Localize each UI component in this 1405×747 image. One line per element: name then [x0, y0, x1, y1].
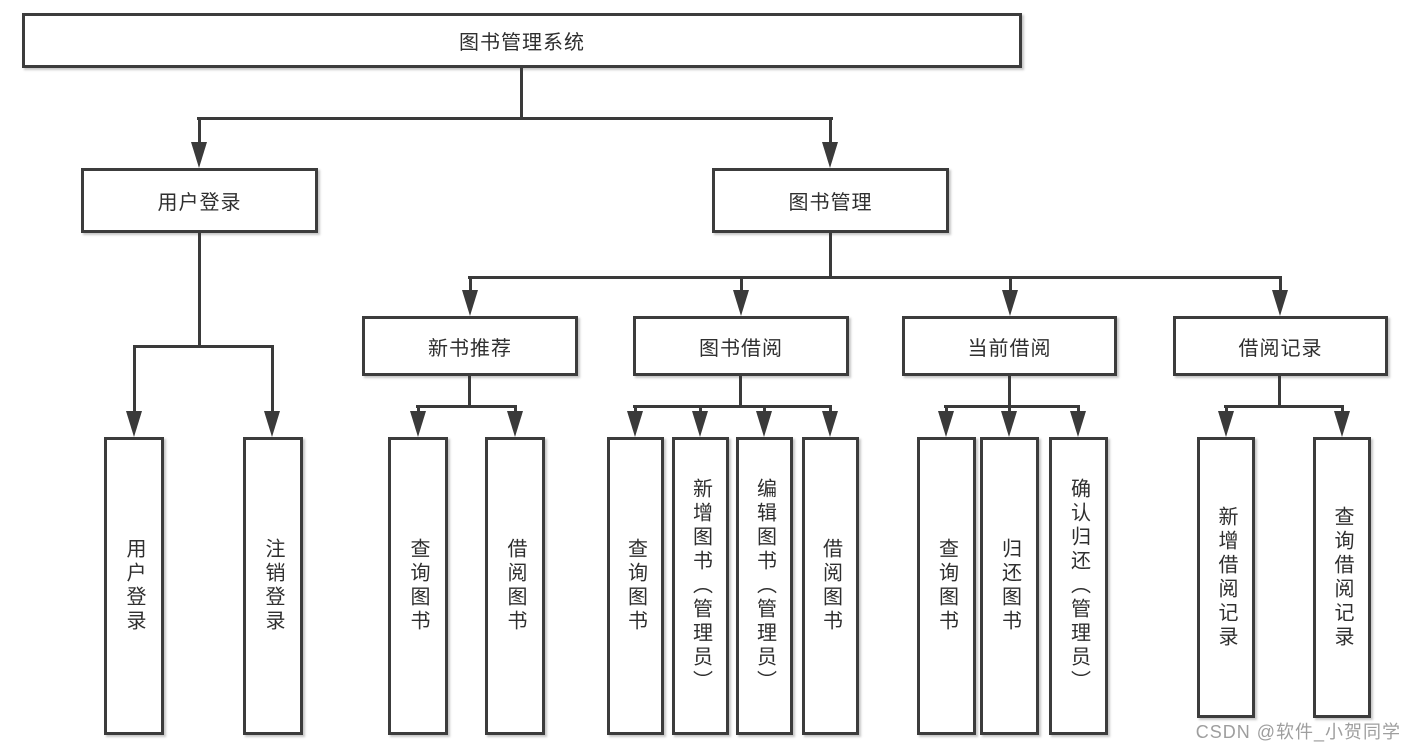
- node-new-book-recommend-label: 新书推荐: [428, 337, 512, 360]
- arrowhead-down-icon: [191, 142, 207, 168]
- connector-vline: [514, 405, 517, 413]
- arrowhead-down-icon: [126, 411, 142, 437]
- node-new-book-recommend: 新书推荐: [362, 316, 578, 376]
- connector-vline: [198, 233, 201, 346]
- arrowhead-down-icon: [1218, 411, 1234, 437]
- node-borrowing-records-label: 借阅记录: [1238, 337, 1323, 360]
- node-current-borrowing: 当前借阅: [902, 316, 1117, 376]
- node-book-borrowing: 图书借阅: [633, 316, 849, 376]
- connector-vline: [417, 405, 420, 413]
- leaf-query-books-borrowing: 查询图书: [607, 437, 664, 735]
- leaf-query-books-current: 查询图书: [917, 437, 976, 735]
- leaf-add-books-admin: 新增图书（管理员）: [672, 437, 729, 735]
- connector-hline: [944, 405, 1080, 408]
- leaf-return-books: 归还图书: [980, 437, 1039, 735]
- arrowhead-down-icon: [1070, 411, 1086, 437]
- leaf-confirm-return-admin: 确认归还（管理员）: [1049, 437, 1108, 735]
- arrowhead-down-icon: [1002, 290, 1018, 316]
- leaf-confirm-return-admin-label: 确认归还（管理员）: [1067, 478, 1090, 694]
- leaf-edit-books-admin: 编辑图书（管理员）: [736, 437, 793, 735]
- leaf-query-books-current-label: 查询图书: [935, 538, 958, 634]
- arrowhead-down-icon: [733, 290, 749, 316]
- connector-hline: [197, 117, 833, 120]
- leaf-add-borrow-record: 新增借阅记录: [1197, 437, 1255, 718]
- arrowhead-down-icon: [1001, 411, 1017, 437]
- node-user-login-label: 用户登录: [157, 192, 242, 214]
- connector-vline: [469, 276, 472, 292]
- connector-hline: [1224, 405, 1344, 408]
- arrowhead-down-icon: [822, 411, 838, 437]
- connector-vline: [763, 405, 766, 413]
- leaf-edit-books-admin-label: 编辑图书（管理员）: [753, 478, 776, 694]
- leaf-borrow-books-label: 借阅图书: [819, 538, 842, 634]
- connector-hline: [416, 405, 517, 408]
- leaf-add-books-admin-label: 新增图书（管理员）: [689, 478, 712, 694]
- connector-vline: [740, 276, 743, 292]
- node-library-system: 图书管理系统: [22, 13, 1022, 68]
- connector-vline: [1077, 405, 1080, 413]
- connector-vline: [1008, 376, 1011, 407]
- node-book-borrowing-label: 图书借阅: [699, 337, 783, 360]
- leaf-add-borrow-record-label: 新增借阅记录: [1215, 505, 1237, 650]
- arrowhead-down-icon: [1272, 290, 1288, 316]
- connector-vline: [198, 117, 201, 143]
- leaf-user-login-label: 用户登录: [123, 538, 145, 634]
- leaf-query-borrow-record: 查询借阅记录: [1313, 437, 1371, 718]
- leaf-query-books-recommend: 查询图书: [388, 437, 448, 735]
- arrowhead-down-icon: [264, 411, 280, 437]
- leaf-logout-label: 注销登录: [262, 538, 284, 634]
- arrowhead-down-icon: [410, 411, 426, 437]
- node-borrowing-records: 借阅记录: [1173, 316, 1388, 376]
- leaf-borrow-books: 借阅图书: [802, 437, 859, 735]
- connector-vline: [829, 233, 832, 278]
- arrowhead-down-icon: [756, 411, 772, 437]
- leaf-borrow-books-recommend: 借阅图书: [485, 437, 545, 735]
- connector-vline: [1278, 376, 1281, 407]
- connector-vline: [133, 345, 136, 411]
- arrowhead-down-icon: [507, 411, 523, 437]
- node-library-system-label: 图书管理系统: [459, 32, 585, 54]
- connector-hline: [633, 405, 832, 408]
- node-current-borrowing-label: 当前借阅: [967, 337, 1052, 360]
- leaf-query-books-borrowing-label: 查询图书: [624, 538, 647, 634]
- connector-vline: [1008, 405, 1011, 413]
- arrowhead-down-icon: [692, 411, 708, 437]
- arrowhead-down-icon: [462, 290, 478, 316]
- connector-vline: [520, 68, 523, 117]
- connector-vline: [468, 376, 471, 407]
- arrowhead-down-icon: [822, 142, 838, 168]
- leaf-user-login: 用户登录: [104, 437, 164, 735]
- arrowhead-down-icon: [1334, 411, 1350, 437]
- node-book-management: 图书管理: [712, 168, 949, 233]
- leaf-borrow-books-recommend-label: 借阅图书: [504, 538, 526, 634]
- connector-vline: [1225, 405, 1228, 413]
- arrowhead-down-icon: [627, 411, 643, 437]
- connector-vline: [945, 405, 948, 413]
- connector-vline: [739, 376, 742, 407]
- leaf-query-borrow-record-label: 查询借阅记录: [1331, 505, 1353, 650]
- csdn-watermark: CSDN @软件_小贺同学: [1195, 722, 1401, 742]
- connector-vline: [634, 405, 637, 413]
- connector-hline: [133, 345, 274, 348]
- node-user-login: 用户登录: [81, 168, 318, 233]
- connector-vline: [829, 117, 832, 143]
- connector-vline: [1009, 276, 1012, 292]
- connector-vline: [271, 345, 274, 411]
- connector-vline: [1341, 405, 1344, 413]
- leaf-logout: 注销登录: [243, 437, 303, 735]
- connector-vline: [829, 405, 832, 413]
- leaf-query-books-recommend-label: 查询图书: [407, 538, 429, 634]
- arrowhead-down-icon: [938, 411, 954, 437]
- leaf-return-books-label: 归还图书: [998, 538, 1021, 634]
- connector-vline: [1279, 276, 1282, 292]
- connector-vline: [699, 405, 702, 413]
- node-book-management-label: 图书管理: [788, 192, 873, 214]
- connector-hline: [468, 276, 1282, 279]
